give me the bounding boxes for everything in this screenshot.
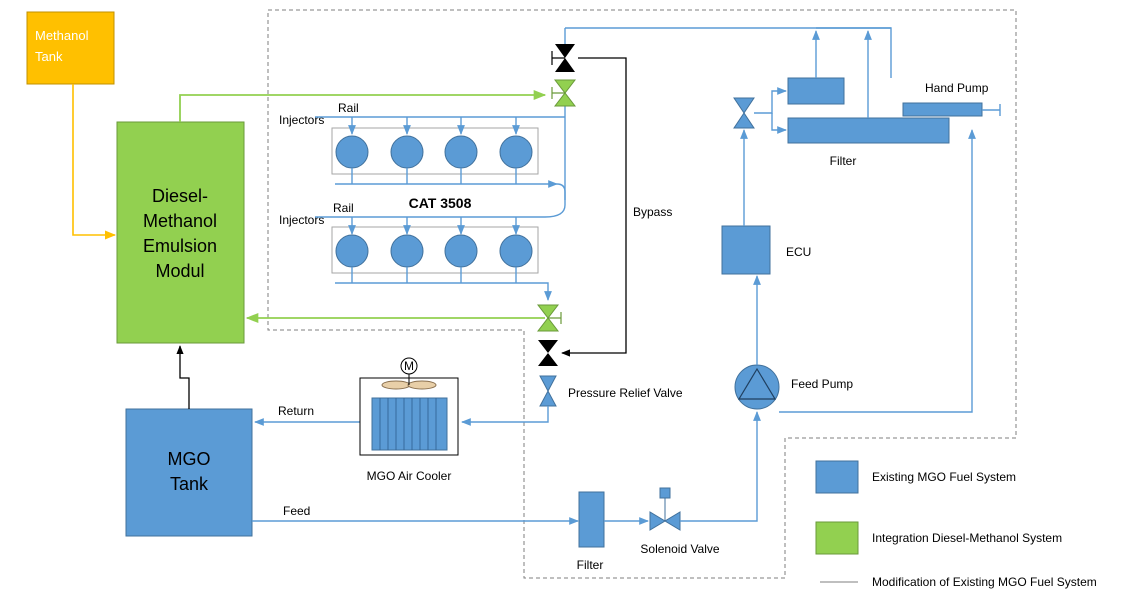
pressure-relief-valve-label: Pressure Relief Valve: [568, 386, 683, 400]
mgo-to-module-line: [176, 345, 190, 409]
solenoid-to-pump-line: [680, 411, 761, 522]
feed-label: Feed: [283, 504, 310, 518]
injectors-top-label: Injectors: [279, 113, 324, 127]
bypass-line: [561, 57, 627, 357]
emulsion-module: Diesel- Methanol Emulsion Modul: [116, 121, 245, 344]
mgo-tank: MGO Tank: [125, 408, 253, 537]
emulsion-module-label-line1: Diesel-: [152, 186, 208, 206]
injector-3: [444, 135, 478, 169]
solenoid-valve-label: Solenoid Valve: [640, 542, 719, 556]
mgo-air-cooler-label: MGO Air Cooler: [367, 469, 452, 483]
filter-valve: [733, 97, 755, 129]
bypass-valve-top: [551, 44, 575, 72]
return-crossover: [556, 183, 566, 200]
solenoid-valve: [649, 487, 681, 531]
methanol-supply-line: [72, 84, 117, 240]
rail-top-label: Rail: [338, 101, 359, 115]
motor-icon: [400, 357, 418, 375]
injector-2: [390, 135, 424, 169]
module-supply-line: [179, 89, 547, 122]
legend-label-existing: Existing MGO Fuel System: [872, 470, 1016, 484]
cooler-fan-left: [381, 380, 411, 390]
relief-to-cooler-line: [461, 406, 549, 426]
hand-pump: [902, 102, 983, 117]
mgo-air-cooler: M: [359, 357, 459, 456]
filter-bottom-label: Filter: [577, 558, 604, 572]
emulsion-module-label-line2: Methanol: [143, 211, 217, 231]
injector-6: [390, 234, 424, 268]
integration-valve-bottom: [536, 304, 562, 332]
bypass-valve-bottom: [538, 340, 558, 366]
hand-pump-label: Hand Pump: [925, 81, 989, 95]
injector-row-top: [335, 117, 533, 184]
hand-pump-handle: [982, 104, 1001, 116]
cooler-fan-right: [407, 380, 437, 390]
injector-7: [444, 234, 478, 268]
methanol-tank: Methanol Tank: [26, 11, 115, 85]
top-supply-right: [816, 27, 892, 78]
mgo-tank-label-line2: Tank: [170, 474, 209, 494]
filter-top-label: Filter: [830, 154, 857, 168]
valve-to-filter-line: [754, 87, 787, 114]
motor-label: M: [404, 359, 414, 373]
injectors-bottom-label: Injectors: [279, 213, 324, 227]
legend-label-modification: Modification of Existing MGO Fuel System: [872, 575, 1097, 589]
injector-row-bottom: [335, 217, 533, 283]
methanol-tank-label-line1: Methanol: [35, 28, 89, 43]
feed-pump: [734, 364, 780, 410]
injector-1: [335, 135, 369, 169]
legend: Existing MGO Fuel System Integration Die…: [815, 460, 1097, 589]
rail-bottom-label: Rail: [333, 201, 354, 215]
bypass-label: Bypass: [633, 205, 672, 219]
ecu: [721, 225, 771, 275]
injector-5: [335, 234, 369, 268]
ecu-label: ECU: [786, 245, 811, 259]
methanol-tank-label-line2: Tank: [35, 49, 63, 64]
valve-to-filter-line-2: [771, 113, 787, 134]
emulsion-module-label-line4: Modul: [155, 261, 204, 281]
legend-swatch-integration: [815, 521, 859, 555]
modification-boundary: [267, 9, 1017, 579]
filter-top-small: [787, 77, 845, 105]
pressure-relief-valve: [539, 375, 557, 407]
return-label: Return: [278, 404, 314, 418]
feed-pump-label: Feed Pump: [791, 377, 853, 391]
engine-label: CAT 3508: [409, 195, 472, 211]
integration-valve-top: [551, 79, 577, 107]
legend-label-integration: Integration Diesel-Methanol System: [872, 531, 1062, 545]
injector-8: [499, 234, 533, 268]
rail-bottom-line: [315, 117, 566, 218]
filter-bottom: [578, 491, 605, 548]
filter-top-large: [787, 117, 950, 144]
legend-swatch-existing: [815, 460, 859, 494]
rail-bottom-return: [335, 282, 552, 301]
mgo-tank-label-line1: MGO: [168, 449, 211, 469]
injector-4: [499, 135, 533, 169]
emulsion-module-label-line3: Emulsion: [143, 236, 217, 256]
pump-to-handpump-line: [779, 129, 976, 413]
